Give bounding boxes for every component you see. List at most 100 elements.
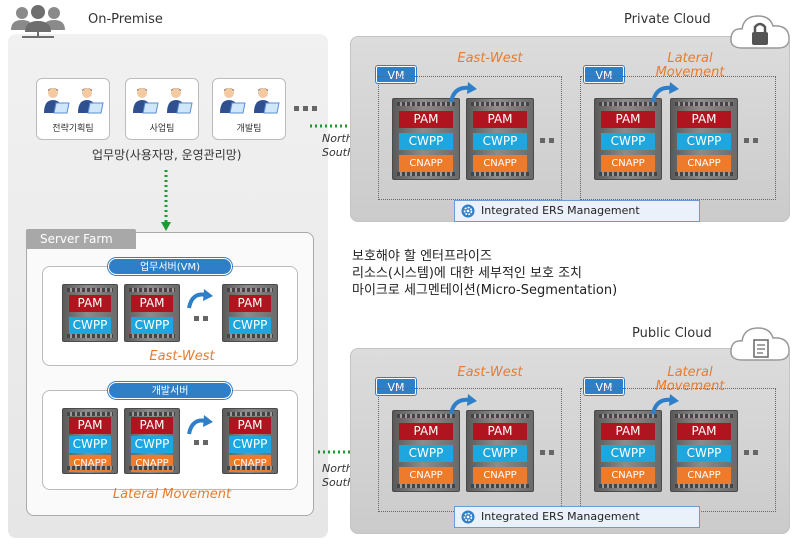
cwpp-tag: CWPP (473, 133, 527, 150)
server-unit: PAM CWPP CNAPP (670, 98, 738, 180)
cwpp-tag: CWPP (69, 317, 111, 334)
more-dots (540, 138, 554, 143)
person-laptop-icon (133, 88, 159, 114)
cwpp-tag: CWPP (473, 445, 527, 462)
cnapp-tag: CNAPP (473, 155, 527, 172)
cloud-document-icon (730, 327, 790, 361)
person-laptop-icon (44, 88, 70, 114)
person-laptop-icon (78, 88, 104, 114)
cnapp-tag: CNAPP (399, 155, 453, 172)
pam-tag: PAM (399, 423, 453, 440)
more-dots (744, 138, 758, 143)
person-laptop-icon (220, 88, 246, 114)
north-south-label-top: North-South (322, 132, 357, 159)
cnapp-tag: CNAPP (473, 467, 527, 484)
curved-arrow-icon (449, 82, 477, 103)
server-unit: PAM CWPP CNAPP (392, 98, 460, 180)
cloud-lock-icon (730, 15, 790, 49)
ers-label: Integrated ERS Management (481, 510, 640, 523)
pam-tag: PAM (229, 295, 271, 312)
cwpp-tag: CWPP (399, 133, 453, 150)
server-unit: PAM CWPP CNAPP (124, 408, 180, 474)
pam-tag: PAM (131, 295, 173, 312)
business-server-pill: 업무서버(VM) (108, 258, 232, 275)
dev-server-pill: 개발서버 (108, 382, 232, 399)
east-west-label: East-West (149, 349, 215, 364)
server-unit: PAM CWPP CNAPP (594, 98, 662, 180)
person-laptop-icon (167, 88, 193, 114)
pam-tag: PAM (131, 417, 173, 434)
on-premise-title: On-Premise (88, 12, 163, 27)
pam-tag: PAM (69, 417, 111, 434)
team-label: 사업팀 (149, 124, 175, 134)
more-dots (540, 450, 554, 455)
network-label: 업무망(사용자망, 운영관리망) (92, 148, 242, 162)
lateral-movement-label: Lateral Movement (112, 487, 232, 502)
cwpp-tag: CWPP (677, 133, 731, 150)
users-icon (11, 5, 65, 38)
cwpp-tag: CWPP (229, 317, 271, 334)
server-unit: PAM CWPP (222, 284, 278, 342)
pam-tag: PAM (473, 423, 527, 440)
cwpp-tag: CWPP (131, 436, 173, 453)
person-laptop-icon (254, 88, 280, 114)
server-unit: PAM CWPP CNAPP (594, 410, 662, 492)
pam-tag: PAM (229, 417, 271, 434)
vm-label: VM (584, 378, 624, 395)
more-dots (194, 316, 208, 321)
server-farm-title: Server Farm (26, 229, 136, 249)
team-box-dev: 개발팀 (212, 78, 286, 140)
pam-tag: PAM (677, 423, 731, 440)
cwpp-tag: CWPP (399, 445, 453, 462)
north-south-label-bottom: North-South (322, 462, 357, 489)
cwpp-tag: CWPP (69, 436, 111, 453)
description-line: 마이크로 세그멘테이션(Micro-Segmentation) (352, 283, 618, 298)
vm-label: VM (376, 378, 416, 395)
vm-label: VM (584, 66, 624, 83)
cnapp-tag: CNAPP (399, 467, 453, 484)
gear-icon (461, 204, 475, 218)
cnapp-tag: CNAPP (69, 455, 111, 472)
server-unit: PAM CWPP CNAPP (392, 410, 460, 492)
arrow-onprem-to-serverfarm (161, 170, 171, 231)
curved-arrow-icon (651, 394, 679, 415)
pam-tag: PAM (473, 111, 527, 128)
curved-arrow-icon (187, 289, 213, 309)
gear-icon (461, 510, 475, 524)
server-unit: PAM CWPP CNAPP (222, 408, 278, 474)
vm-label: VM (376, 66, 416, 83)
server-unit: PAM CWPP CNAPP (670, 410, 738, 492)
pam-tag: PAM (399, 111, 453, 128)
integrated-ers-management: Integrated ERS Management (454, 200, 700, 222)
cwpp-tag: CWPP (601, 445, 655, 462)
more-dots (294, 106, 317, 111)
micro-segmentation-description: 보호해야 할 엔터프라이즈 리소스(시스템)에 대한 세부적인 보호 조치 마이… (352, 248, 617, 299)
server-unit: PAM CWPP CNAPP (466, 410, 534, 492)
description-line: 리소스(시스템)에 대한 세부적인 보호 조치 (352, 266, 582, 281)
cnapp-tag: CNAPP (131, 455, 173, 472)
team-box-strategy: 전략기획팀 (36, 78, 110, 140)
cnapp-tag: CNAPP (677, 155, 731, 172)
curved-arrow-icon (449, 394, 477, 415)
private-cloud-title: Private Cloud (624, 12, 711, 27)
pam-tag: PAM (677, 111, 731, 128)
cwpp-tag: CWPP (131, 317, 173, 334)
pam-tag: PAM (69, 295, 111, 312)
pam-tag: PAM (601, 111, 655, 128)
integrated-ers-management: Integrated ERS Management (454, 506, 700, 528)
cwpp-tag: CWPP (229, 436, 271, 453)
server-unit: PAM CWPP (124, 284, 180, 342)
east-west-label: East-West (457, 51, 523, 66)
team-box-business: 사업팀 (125, 78, 199, 140)
pam-tag: PAM (601, 423, 655, 440)
server-unit: PAM CWPP (62, 284, 118, 342)
ers-label: Integrated ERS Management (481, 204, 640, 217)
cnapp-tag: CNAPP (601, 155, 655, 172)
cnapp-tag: CNAPP (229, 455, 271, 472)
east-west-label: East-West (457, 365, 523, 380)
public-cloud-title: Public Cloud (632, 326, 712, 341)
more-dots (744, 450, 758, 455)
team-label: 전략기획팀 (52, 124, 94, 134)
